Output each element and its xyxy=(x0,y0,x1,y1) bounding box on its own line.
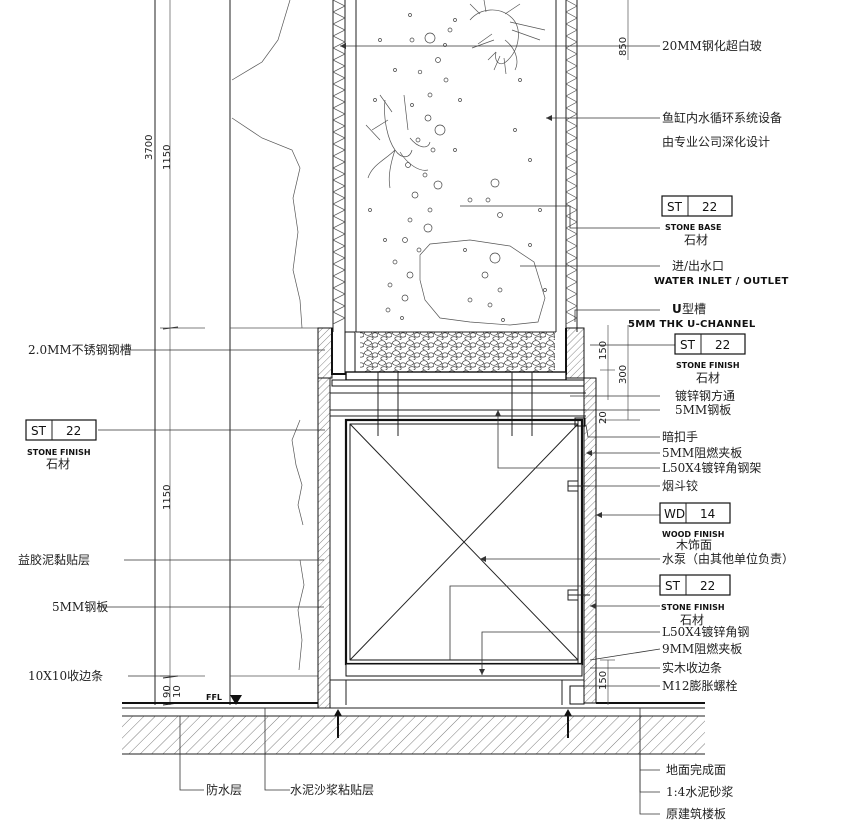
left-wall xyxy=(154,0,318,705)
leaders-right xyxy=(340,45,678,815)
material-tag-stone-base: ST 22 STONE BASE 石材 xyxy=(661,195,733,247)
svg-text:22: 22 xyxy=(66,424,81,438)
label-pump: 水泵（由其他单位负责） xyxy=(662,551,794,566)
svg-text:STONE FINISH: STONE FINISH xyxy=(27,448,91,457)
label-edge-trim: 10X10收边条 xyxy=(28,669,103,683)
svg-text:ST: ST xyxy=(680,338,696,352)
bubbles xyxy=(368,13,547,322)
label-hidden-handle: 暗扣手 xyxy=(662,429,698,444)
fish-tank xyxy=(332,0,578,372)
left-dimensions: 3700 1150 1150 90 10 xyxy=(144,0,205,706)
label-uchannel-cn: 型槽 xyxy=(682,302,706,316)
label-slab: 原建筑楼板 xyxy=(666,806,726,821)
label-wood-cn: 木饰面 xyxy=(676,538,712,552)
label-inlet-en: WATER INLET / OUTLET xyxy=(654,276,789,287)
svg-text:WD: WD xyxy=(664,507,685,521)
dim-10: 10 xyxy=(172,685,183,698)
dim-3700: 3700 xyxy=(144,135,155,160)
right-dimensions: 850 150 300 20 150 xyxy=(598,0,640,705)
label-bolt: M12膨胀螺栓 xyxy=(662,678,738,693)
svg-text:STONE BASE: STONE BASE xyxy=(665,223,721,232)
label-uchannel-u: U xyxy=(672,302,682,316)
svg-text:石材: 石材 xyxy=(696,371,720,385)
shrimp-top-icon xyxy=(469,0,546,75)
dim-1150-low: 1150 xyxy=(162,485,173,510)
dim-20: 20 xyxy=(598,411,609,424)
svg-text:14: 14 xyxy=(700,507,715,521)
dim-300: 300 xyxy=(618,365,629,384)
svg-text:STONE FINISH: STONE FINISH xyxy=(676,361,740,370)
base-structure xyxy=(317,327,597,738)
shrimp-left-icon xyxy=(365,94,431,189)
label-angle-steel: L50X4镀锌角钢 xyxy=(662,625,749,639)
labels-right: 20MM钢化超白玻 鱼缸内水循环系统设备 由专业公司深化设计 进/出水口 WAT… xyxy=(628,38,794,821)
material-tag-wood-finish: WD 14 WOOD FINISH xyxy=(659,502,731,539)
svg-text:ST: ST xyxy=(667,200,683,214)
dim-150-a: 150 xyxy=(598,341,609,360)
svg-text:22: 22 xyxy=(702,200,717,214)
svg-text:22: 22 xyxy=(700,579,715,593)
gravel-bed xyxy=(360,332,555,372)
floor: FFL xyxy=(122,693,705,755)
label-circulation-2: 由专业公司深化设计 xyxy=(662,134,770,149)
label-adhesive: 益胶泥黏贴层 xyxy=(18,552,90,567)
svg-text:22: 22 xyxy=(715,338,730,352)
label-steel-plate-5: 5MM钢板 xyxy=(675,403,731,417)
svg-text:石材: 石材 xyxy=(684,233,708,247)
label-wood-trim: 实木收边条 xyxy=(662,660,722,675)
material-tag-stone-finish-upper: ST 22 STONE FINISH 石材 xyxy=(674,333,746,385)
label-mortar: 1:4水泥砂浆 xyxy=(666,784,733,799)
svg-text:WOOD FINISH: WOOD FINISH xyxy=(662,530,724,539)
rock-outline xyxy=(419,239,546,326)
svg-text:石材: 石材 xyxy=(680,613,704,627)
label-uchannel-en: 5MM THK U-CHANNEL xyxy=(628,319,756,330)
label-circulation-1: 鱼缸内水循环系统设备 xyxy=(662,110,782,125)
material-tag-stone-finish-left: ST 22 STONE FINISH 石材 xyxy=(25,419,97,471)
dim-90: 90 xyxy=(162,685,173,698)
label-cement-bond: 水泥沙浆粘贴层 xyxy=(290,782,374,797)
label-waterproof: 防水层 xyxy=(206,782,242,797)
label-stainless-channel: 2.0MM不锈钢钢槽 xyxy=(28,343,132,357)
ffl-marker xyxy=(230,695,242,705)
label-inlet-cn: 进/出水口 xyxy=(672,259,724,273)
dim-1150-top: 1150 xyxy=(162,145,173,170)
label-hinge: 烟斗铰 xyxy=(662,478,698,493)
label-galv-tube: 镀锌钢方通 xyxy=(675,388,735,403)
leader-arrows xyxy=(340,43,602,675)
svg-text:ST: ST xyxy=(665,579,681,593)
material-tag-stone-finish-lower: ST 22 STONE FINISH 石材 xyxy=(659,574,731,627)
label-fire-board-9: 9MM阻燃夹板 xyxy=(662,641,742,656)
leaders-left xyxy=(98,349,325,791)
dim-850: 850 xyxy=(618,37,629,56)
ffl-label: FFL xyxy=(206,693,222,702)
svg-text:石材: 石材 xyxy=(46,457,70,471)
label-fire-board-5: 5MM阻燃夹板 xyxy=(662,445,742,460)
labels-left: 2.0MM不锈钢钢槽 益胶泥黏贴层 5MM钢板 10X10收边条 防水层 水泥沙… xyxy=(18,343,374,797)
label-floor-finish: 地面完成面 xyxy=(666,762,726,777)
dim-150-b: 150 xyxy=(598,671,609,690)
label-glass: 20MM钢化超白玻 xyxy=(662,38,762,53)
svg-text:STONE FINISH: STONE FINISH xyxy=(661,603,725,612)
svg-text:ST: ST xyxy=(31,424,47,438)
label-steel-plate: 5MM钢板 xyxy=(52,600,108,614)
label-angle-frame: L50X4镀锌角钢架 xyxy=(662,461,761,475)
